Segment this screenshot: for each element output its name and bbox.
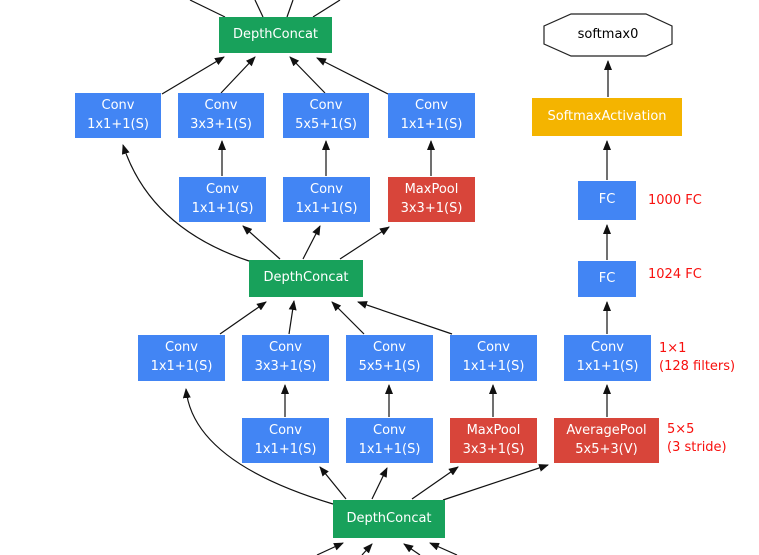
edge-dcmid-b1 xyxy=(242,225,281,260)
edge-c2-dcmid xyxy=(288,300,297,335)
node-conv-d2: Conv 1x1+1(S) xyxy=(346,418,433,463)
node-fc-1000: FC xyxy=(578,181,636,220)
edge-dcbot-d1 xyxy=(319,466,347,500)
edge-below-dcbot-2 xyxy=(361,543,373,555)
edge-below-dcbot-4 xyxy=(429,542,458,555)
edge-dctop-out-1 xyxy=(189,0,226,18)
node-conv-c2: Conv 3x3+1(S) xyxy=(242,335,329,381)
edge-a3-dctop xyxy=(289,56,326,94)
softmax0-octagon-shape xyxy=(543,13,673,57)
edge-a2-dctop xyxy=(220,56,256,94)
node-depthconcat-bottom: DepthConcat xyxy=(333,500,445,538)
node-conv-b1: Conv 1x1+1(S) xyxy=(179,177,266,222)
node-depthconcat-top: DepthConcat xyxy=(219,17,332,53)
edge-dctop-out-3 xyxy=(286,0,294,18)
node-conv-a1: Conv 1x1+1(S) xyxy=(75,93,161,138)
edge-dctop-out-2 xyxy=(254,0,264,18)
node-maxpool-b3: MaxPool 3x3+1(S) xyxy=(388,177,475,222)
edge-c4-dcmid xyxy=(357,301,453,335)
edge-dcbot-d2 xyxy=(371,467,388,500)
node-depthconcat-middle: DepthConcat xyxy=(249,260,363,297)
edge-a1-dctop xyxy=(161,56,225,95)
edge-dcbot-c1-curve xyxy=(182,388,334,505)
node-conv-a4: Conv 1x1+1(S) xyxy=(388,93,475,138)
edge-dcmid-b3 xyxy=(339,226,390,260)
node-softmax0: softmax0 xyxy=(577,26,639,42)
node-conv-c1: Conv 1x1+1(S) xyxy=(138,335,225,381)
node-softmax-activation: SoftmaxActivation xyxy=(532,98,682,136)
node-conv-a3: Conv 5x5+1(S) xyxy=(283,93,369,138)
edge-a4-dctop xyxy=(316,57,389,95)
annotation-averagepool-d4: 5×5 (3 stride) xyxy=(667,422,727,456)
edge-dcbot-d4 xyxy=(442,464,549,501)
edge-dcmid-a1-curve xyxy=(121,144,250,262)
annotation-conv-c5: 1×1 (128 filters) xyxy=(659,341,736,375)
node-conv-c5: Conv 1x1+1(S) xyxy=(564,335,651,381)
edge-below-dcbot-1 xyxy=(316,542,344,555)
node-conv-b2: Conv 1x1+1(S) xyxy=(283,177,370,222)
node-conv-c3: Conv 5x5+1(S) xyxy=(346,335,433,381)
edge-dctop-out-4 xyxy=(312,0,341,18)
edge-dcmid-b2 xyxy=(302,225,321,260)
edge-c1-dcmid xyxy=(219,301,267,335)
node-conv-d1: Conv 1x1+1(S) xyxy=(242,418,329,463)
node-averagepool-d4: AveragePool 5x5+3(V) xyxy=(554,418,659,463)
edge-dcbot-d3 xyxy=(411,466,459,500)
annotation-fc-1000: 1000 FC xyxy=(648,193,702,208)
annotation-fc-1024: 1024 FC xyxy=(648,267,702,282)
node-conv-a2: Conv 3x3+1(S) xyxy=(178,93,264,138)
node-conv-c4: Conv 1x1+1(S) xyxy=(450,335,537,381)
node-fc-1024: FC xyxy=(578,261,636,297)
edge-c3-dcmid xyxy=(331,301,365,335)
node-maxpool-d3: MaxPool 3x3+1(S) xyxy=(450,418,537,463)
edge-below-dcbot-3 xyxy=(403,543,421,555)
